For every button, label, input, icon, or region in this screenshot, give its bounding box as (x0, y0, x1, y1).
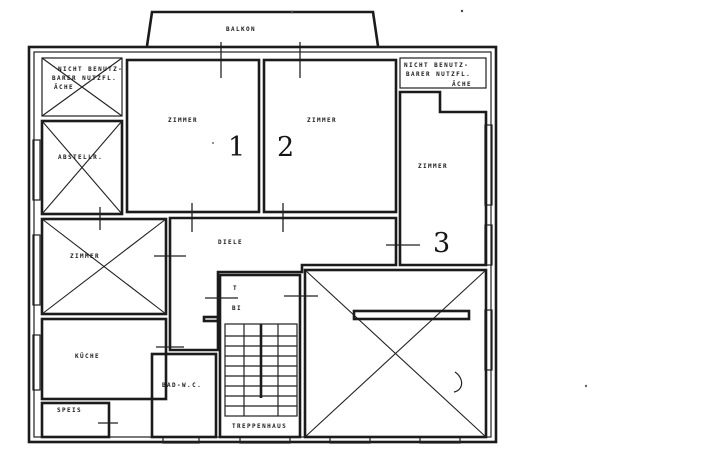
balkon-label: BALKON (226, 26, 256, 33)
unusable-area-left: NICHT BENUTZ- BARER NUTZFL. ÄCHE (41, 57, 123, 117)
unusable-right-line3: ÄCHE (452, 81, 472, 88)
unusable-right-line1: NICHT BENUTZ- (404, 62, 469, 69)
diele-label: DIELE (218, 239, 243, 246)
balcony: BALKON (145, 10, 380, 78)
speise-label: SPEIS (57, 407, 82, 414)
unusable-left-line1: NICHT BENUTZ- (58, 66, 123, 73)
zimmer-2-label: ZIMMER (307, 117, 337, 124)
room-bad-wc: BAD-W.C. (150, 352, 218, 439)
scan-marks (212, 9, 588, 388)
room-zimmer-left: ZIMMER (40, 217, 186, 316)
unusable-right-line2: BARER NUTZFL. (406, 71, 471, 78)
unusable-left-line2: BARER NUTZFL. (52, 75, 117, 82)
treppenhaus-label: TREPPENHAUS (232, 423, 287, 430)
kueche-label: KÜCHE (75, 353, 100, 360)
room-abstellraum: ABSTELLR. (40, 119, 124, 230)
room-number-1: 1 (228, 132, 245, 163)
outer-walls (27, 45, 498, 444)
room-kueche: KÜCHE (40, 317, 184, 401)
room-number-2: 2 (277, 132, 294, 163)
stair-mark-t: T (233, 285, 238, 292)
room-zimmer-1: ZIMMER 1 (125, 58, 261, 232)
room-zimmer-3: ZIMMER 3 (386, 90, 488, 267)
room-number-3: 3 (433, 228, 450, 259)
room-crossed-bottom-right (303, 268, 488, 439)
zimmer-3-label: ZIMMER (418, 163, 448, 170)
bad-wc-label: BAD-W.C. (162, 382, 202, 389)
room-zimmer-2: ZIMMER 2 (262, 58, 398, 232)
zimmer-left-label: ZIMMER (70, 253, 100, 260)
room-speise: SPEIS (40, 401, 118, 439)
stair-steps (225, 324, 297, 416)
stairwell: T BI TREPPENHAUS (205, 273, 318, 439)
window-marks (32, 124, 493, 444)
room-diele: DIELE (168, 216, 398, 352)
stair-mark-bi: BI (232, 305, 242, 312)
unusable-area-right: NICHT BENUTZ- BARER NUTZFL. ÄCHE (399, 57, 487, 89)
unusable-left-line3: ÄCHE (54, 84, 74, 91)
abstellraum-label: ABSTELLR. (58, 154, 103, 161)
zimmer-1-label: ZIMMER (168, 117, 198, 124)
